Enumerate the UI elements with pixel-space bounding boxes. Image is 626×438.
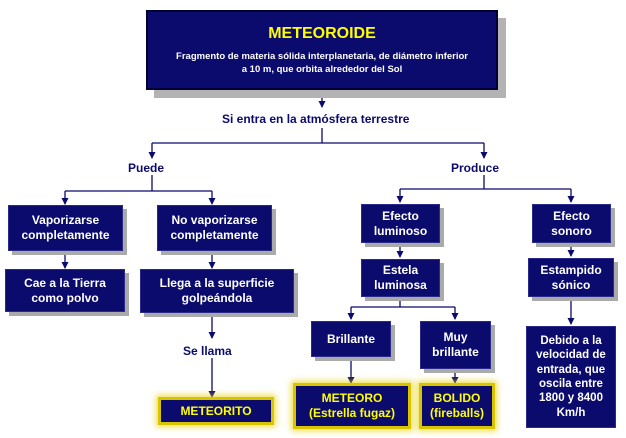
box-text-line: METEORITO: [180, 403, 252, 418]
box-text-line: Debido a la: [540, 334, 602, 347]
label-produces: Produce: [451, 161, 500, 175]
box-text-line: Cae a la Tierra: [24, 275, 106, 290]
box-text-line: velocidad de: [536, 349, 606, 362]
box-text-line: como polvo: [31, 290, 99, 305]
box-text-line: brillante: [432, 345, 479, 359]
box-entry-speed-reason: Debido a la velocidad de entrada, que os…: [526, 326, 616, 428]
box-text-line: 1800 y 8400: [539, 392, 603, 405]
box-text-line: completamente: [21, 228, 110, 242]
box-text-line: Efecto: [553, 208, 590, 223]
label-enters-atmosphere: Si entra en la atmósfera terrestre: [222, 112, 410, 126]
box-text-line: Estela: [382, 263, 419, 278]
box-text-line: sonoro: [551, 223, 592, 238]
box-vaporize: Vaporizarse completamente: [8, 205, 123, 251]
box-text-line: Muy: [443, 330, 468, 345]
box-text-line: No vaporizarse: [171, 213, 258, 228]
box-text-line: Km/h: [556, 406, 586, 419]
box-text-line: Vaporizarse: [31, 213, 100, 228]
box-text-line: METEORO: [321, 391, 383, 406]
root-description-line: Fragmento de materia sólida interplaneta…: [176, 51, 468, 63]
box-luminous-trail: Estela luminosa: [361, 259, 440, 297]
box-sonic-boom: Estampido sónico: [528, 258, 614, 297]
box-reaches-surface: Llega a la superficie golpeándola: [140, 269, 294, 313]
box-text-line: completamente: [170, 228, 259, 242]
box-text-line: Brillante: [326, 331, 375, 346]
box-text-line: luminoso: [373, 223, 428, 238]
box-very-bright: Muy brillante: [420, 321, 491, 369]
label-is-called: Se llama: [183, 344, 232, 358]
box-text-line: oscila entre: [539, 378, 603, 390]
box-text-line: (Estrella fugaz): [308, 406, 395, 420]
box-text-line: golpeándola: [181, 291, 253, 305]
label-can: Puede: [128, 161, 165, 175]
box-meteorite: METEORITO: [161, 400, 271, 422]
box-meteor: METEORO (Estrella fugaz): [296, 386, 408, 426]
box-text-line: entrada, que: [536, 363, 606, 376]
box-sound-effect: Efecto sonoro: [532, 204, 611, 243]
root-title: METEOROIDE: [268, 24, 376, 42]
box-falls-as-dust: Cae a la Tierra como polvo: [5, 269, 125, 312]
box-text-line: Estampido: [540, 262, 602, 277]
box-not-vaporize: No vaporizarse completamente: [157, 205, 272, 251]
box-text-line: sónico: [551, 277, 591, 292]
box-text-line: luminosa: [374, 278, 427, 292]
box-text-line: BOLIDO: [433, 391, 481, 406]
root-description-line: a 10 m, que orbita alrededor del Sol: [241, 63, 403, 75]
box-text-line: Efecto: [382, 208, 419, 223]
box-bright: Brillante: [311, 321, 391, 357]
box-light-effect: Efecto luminoso: [361, 204, 440, 243]
box-text-line: (fireballs): [429, 406, 484, 420]
root-description: Fragmento de materia sólida interplaneta…: [176, 51, 468, 76]
box-bolide: BOLIDO (fireballs): [422, 386, 492, 426]
box-text-line: Llega a la superficie: [159, 276, 275, 291]
root-box-meteoroide: METEOROIDE Fragmento de materia sólida i…: [146, 10, 498, 90]
